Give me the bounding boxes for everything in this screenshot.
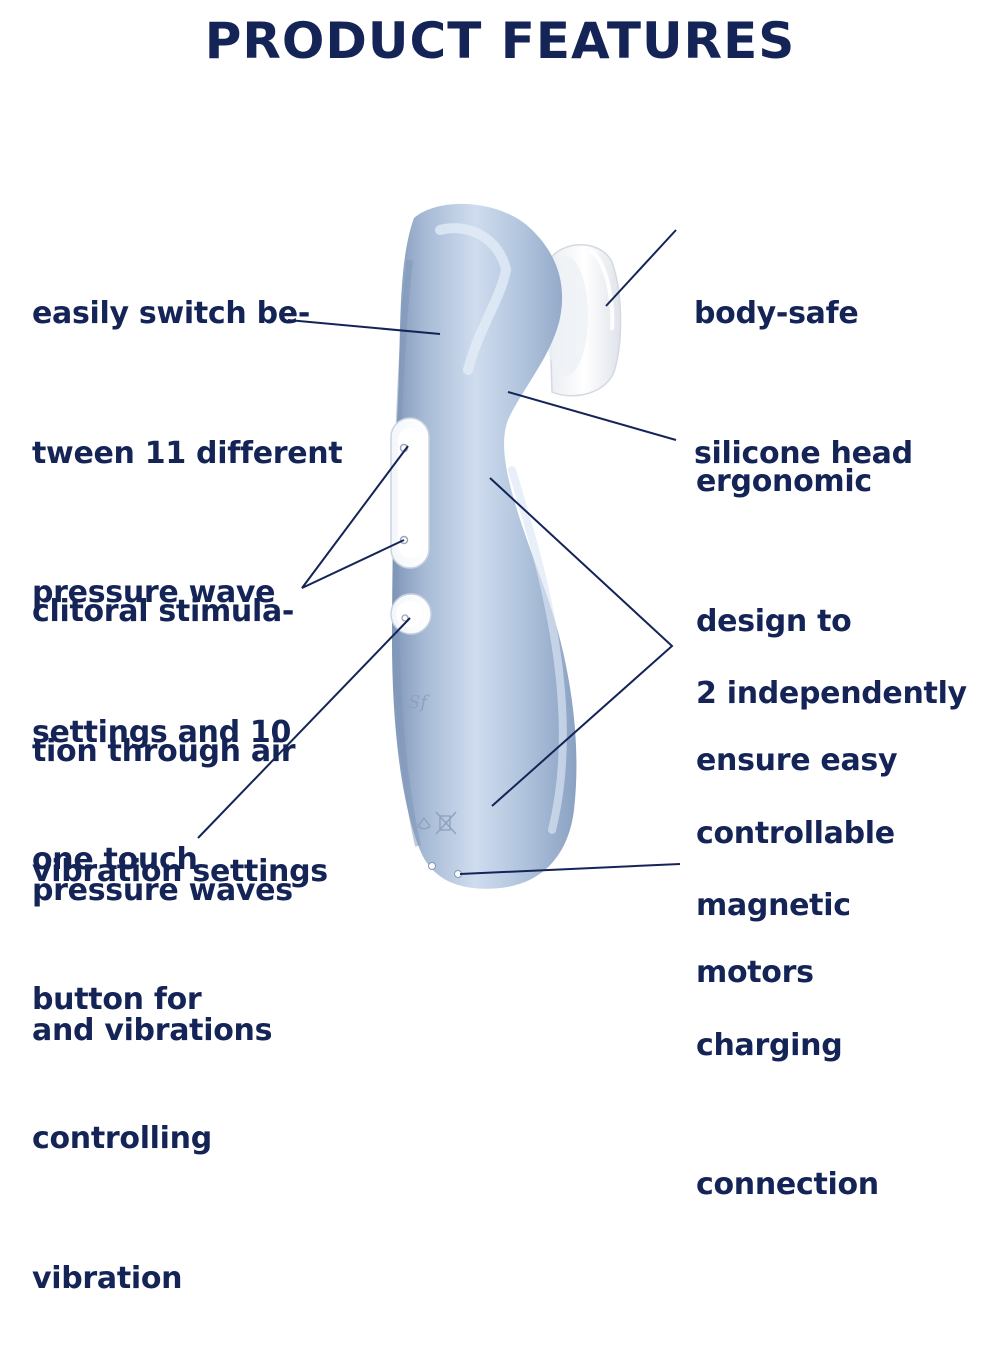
feature-ergonomic: ergonomic design to ensure easy [696, 366, 898, 831]
feature-motors: 2 independently controllable motors [696, 578, 967, 1043]
feature-line: one touch [32, 842, 198, 877]
crossed-bin-icon [435, 811, 457, 835]
svg-text:Sf: Sf [408, 692, 430, 713]
feature-line: tween 11 different [32, 435, 343, 471]
feature-line: 2 independently [696, 676, 967, 711]
leader-line-air-pressure [301, 445, 409, 589]
feature-line: controlling [32, 1121, 212, 1156]
feature-magnetic: magnetic charging connection [696, 790, 879, 1255]
feature-line: silicone head [694, 435, 913, 471]
feature-line: controllable [696, 815, 895, 851]
charging-contacts [428, 862, 462, 878]
feature-line: motors [696, 955, 814, 990]
leader-line-silicone-head [605, 229, 677, 307]
feature-silicone-head: body-safe silicone head [694, 198, 913, 524]
feature-line: body-safe [694, 296, 859, 331]
feature-line: settings and 10 [32, 714, 292, 750]
feature-line: vibration settings [32, 854, 328, 889]
page-title: PRODUCT FEATURES [204, 12, 796, 70]
leader-line-ergonomic [507, 391, 677, 441]
feature-line: ergonomic [696, 464, 872, 499]
feature-one-touch: one touch button for controlling vibrati… [32, 744, 212, 1349]
leader-lines [197, 229, 681, 875]
feature-line: tion through air [32, 733, 296, 769]
feature-line: easily switch be- [32, 296, 310, 331]
feature-line: pressure waves [32, 873, 293, 908]
feature-pressure-settings: easily switch be- tween 11 different pre… [32, 198, 343, 942]
feature-line: clitoral stimula- [32, 594, 295, 629]
leader-line-one-touch [197, 617, 411, 839]
feature-line: connection [696, 1167, 879, 1202]
feature-line: charging [696, 1027, 843, 1063]
leader-line-pressure-settings [287, 319, 441, 335]
feature-line: magnetic [696, 888, 851, 923]
feature-line: vibration [32, 1260, 183, 1296]
feature-line: ensure easy [696, 743, 898, 778]
feature-line: pressure wave [32, 575, 276, 610]
feature-line: design to [696, 603, 852, 639]
recycle-symbol-icon [417, 816, 431, 830]
logo-mark-icon: Sf [408, 692, 430, 713]
product-illustration: Sf [197, 203, 681, 889]
leader-line-magnetic [459, 863, 681, 875]
control-buttons [390, 417, 432, 635]
leader-line-motors [489, 477, 674, 807]
